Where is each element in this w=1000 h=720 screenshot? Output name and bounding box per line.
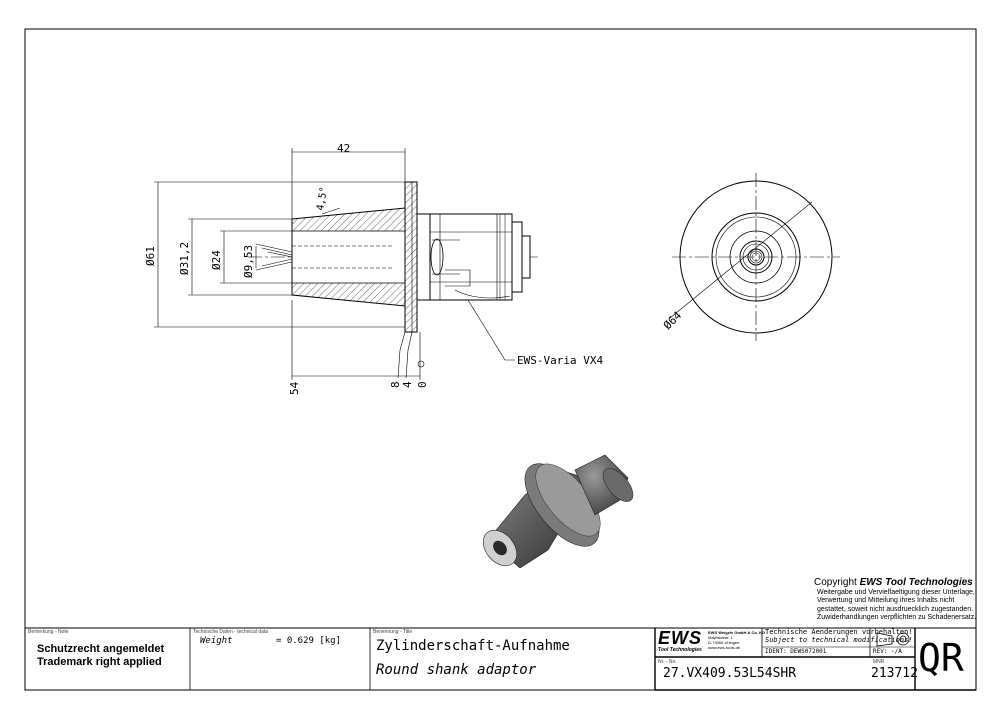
front-view [672,173,840,341]
title-english: Round shank adaptor [376,662,537,678]
dim-dia-61: Ø61 [144,246,157,266]
side-view [248,181,540,333]
copyright-prefix: Copyright [814,577,860,588]
dim-length-42: 42 [337,142,350,155]
dim-length-54: 54 [288,381,301,395]
company-street: Maybachstr. 1 [708,635,733,640]
dim-angle: 4,5° [315,186,330,212]
weight-label: Weight [200,636,233,646]
dim-dia-953: Ø9,53 [242,245,255,278]
title-german: Zylinderschaft-Aufnahme [376,638,570,654]
side-view-dimensions [154,148,515,380]
copyright-line: Zuwiderhandlungen verpflichten zu Schade… [817,613,977,621]
weight-value: = 0.629 [kg] [276,636,342,646]
tech-data-label: Technische Daten - technical data [193,629,269,635]
ews-logo: EWS [658,629,706,647]
copyright-brand: EWS Tool Technologies [859,577,973,588]
copyright-line: Verwertung und Mitteilung ihres Inhalts … [817,597,955,605]
copyright-line: gestattet, soweit nicht ausdruecklich zu… [817,605,974,613]
dim-dia-31: Ø31,2 [178,242,191,275]
dim-dia-24: Ø24 [210,250,223,270]
frame-border [24,28,977,691]
number-label: Nr. - No. [658,659,677,665]
dim-length-0: 0 [416,381,429,388]
dim-length-4: 4 [401,381,414,388]
company-web: www.ews-tools.de [708,645,741,650]
remark-line-1: Schutzrecht angemeldet [37,643,165,655]
copyright-line: Weitergabe und Vervielfaeltigung dieser … [817,589,975,596]
dia-64-line [669,201,813,319]
title-block-grid [25,627,976,691]
title-label: Benennung - Title [373,629,413,635]
company-name: EWS Weigele GmbH & Co. KG [708,630,766,635]
notice-german: Technische Aenderungen vorbehalten! [765,628,913,636]
projection-symbol-icon [876,632,910,647]
callout-label: EWS-Varia VX4 [517,354,603,367]
logo-subtitle: Tool Technologies [658,647,702,653]
dim-dia-64: Ø64 [661,309,685,333]
mnr-label: MNR [873,659,885,665]
ident-code: IDENT: DEWS072001 [765,648,827,655]
part-number: 27.VX409.53L54SHR [663,666,797,681]
company-address: EWS Weigele GmbH & Co. KG Maybachstr. 1 … [708,630,765,650]
mnr-number: 213712 [871,666,918,681]
notice-english: Subject to technical modifications! [765,636,913,644]
remark-label: Bemerkung - Note [28,629,69,635]
copyright-text: Weitergabe und Vervielfaeltigung dieser … [817,589,976,622]
dim-length-8: 8 [389,381,402,388]
copyright-title: Copyright EWS Tool Technologies [814,577,973,588]
logo-text: EWS [658,628,703,648]
isometric-view [482,454,634,569]
remark-line-2: Trademark right applied [37,656,162,668]
company-city: D-73066 Uhingen [708,640,740,645]
sheet-format: QR [918,636,964,680]
revision: REV: -/A [873,648,902,655]
